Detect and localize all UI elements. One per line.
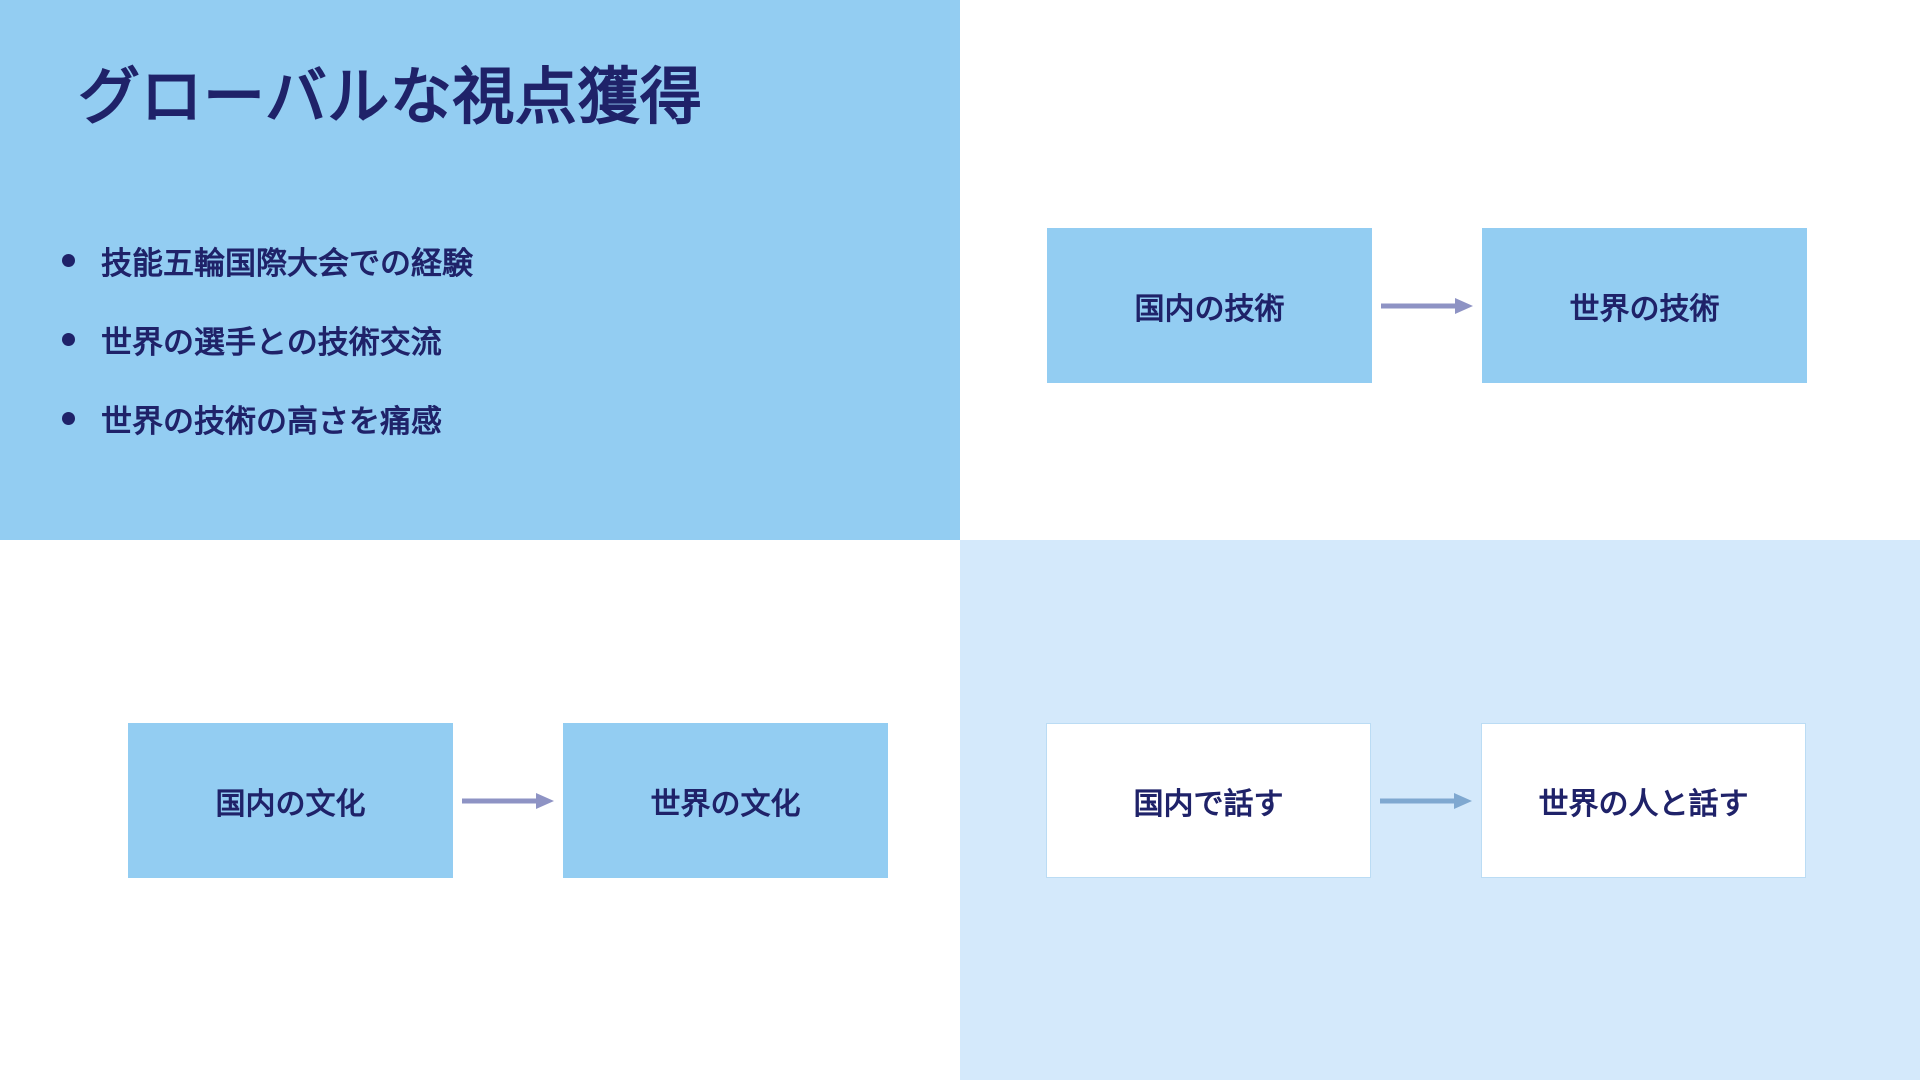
page-title: グローバルな視点獲得 xyxy=(78,63,703,132)
flow-conversation: 国内で話す 世界の人と話す xyxy=(1046,723,1806,878)
list-item: 世界の選手との技術交流 xyxy=(62,317,473,362)
list-item: 世界の技術の高さを痛感 xyxy=(62,396,473,441)
bullet-text: 世界の技術の高さを痛感 xyxy=(101,404,442,439)
arrow-right-icon xyxy=(1372,228,1482,383)
flow-box-from: 国内の文化 xyxy=(128,723,453,878)
flow-culture: 国内の文化 世界の文化 xyxy=(128,723,888,878)
arrow-right-icon xyxy=(1371,723,1481,878)
flow-box-to: 世界の技術 xyxy=(1482,228,1807,383)
flow-box-from: 国内で話す xyxy=(1046,723,1371,878)
flow-box-to: 世界の文化 xyxy=(563,723,888,878)
bullet-text: 技能五輪国際大会での経験 xyxy=(101,246,473,281)
list-item: 技能五輪国際大会での経験 xyxy=(62,238,473,283)
panel-title: グローバルな視点獲得 技能五輪国際大会での経験 世界の選手との技術交流 世界の技… xyxy=(0,0,960,540)
bullet-dot-icon xyxy=(62,254,75,267)
bullet-dot-icon xyxy=(62,333,75,346)
flow-technology: 国内の技術 世界の技術 xyxy=(1047,228,1807,383)
bullet-dot-icon xyxy=(62,412,75,425)
bullet-text: 世界の選手との技術交流 xyxy=(101,325,442,360)
bullet-list: 技能五輪国際大会での経験 世界の選手との技術交流 世界の技術の高さを痛感 xyxy=(62,238,473,475)
flow-box-to: 世界の人と話す xyxy=(1481,723,1806,878)
arrow-right-icon xyxy=(453,723,563,878)
flow-box-from: 国内の技術 xyxy=(1047,228,1372,383)
